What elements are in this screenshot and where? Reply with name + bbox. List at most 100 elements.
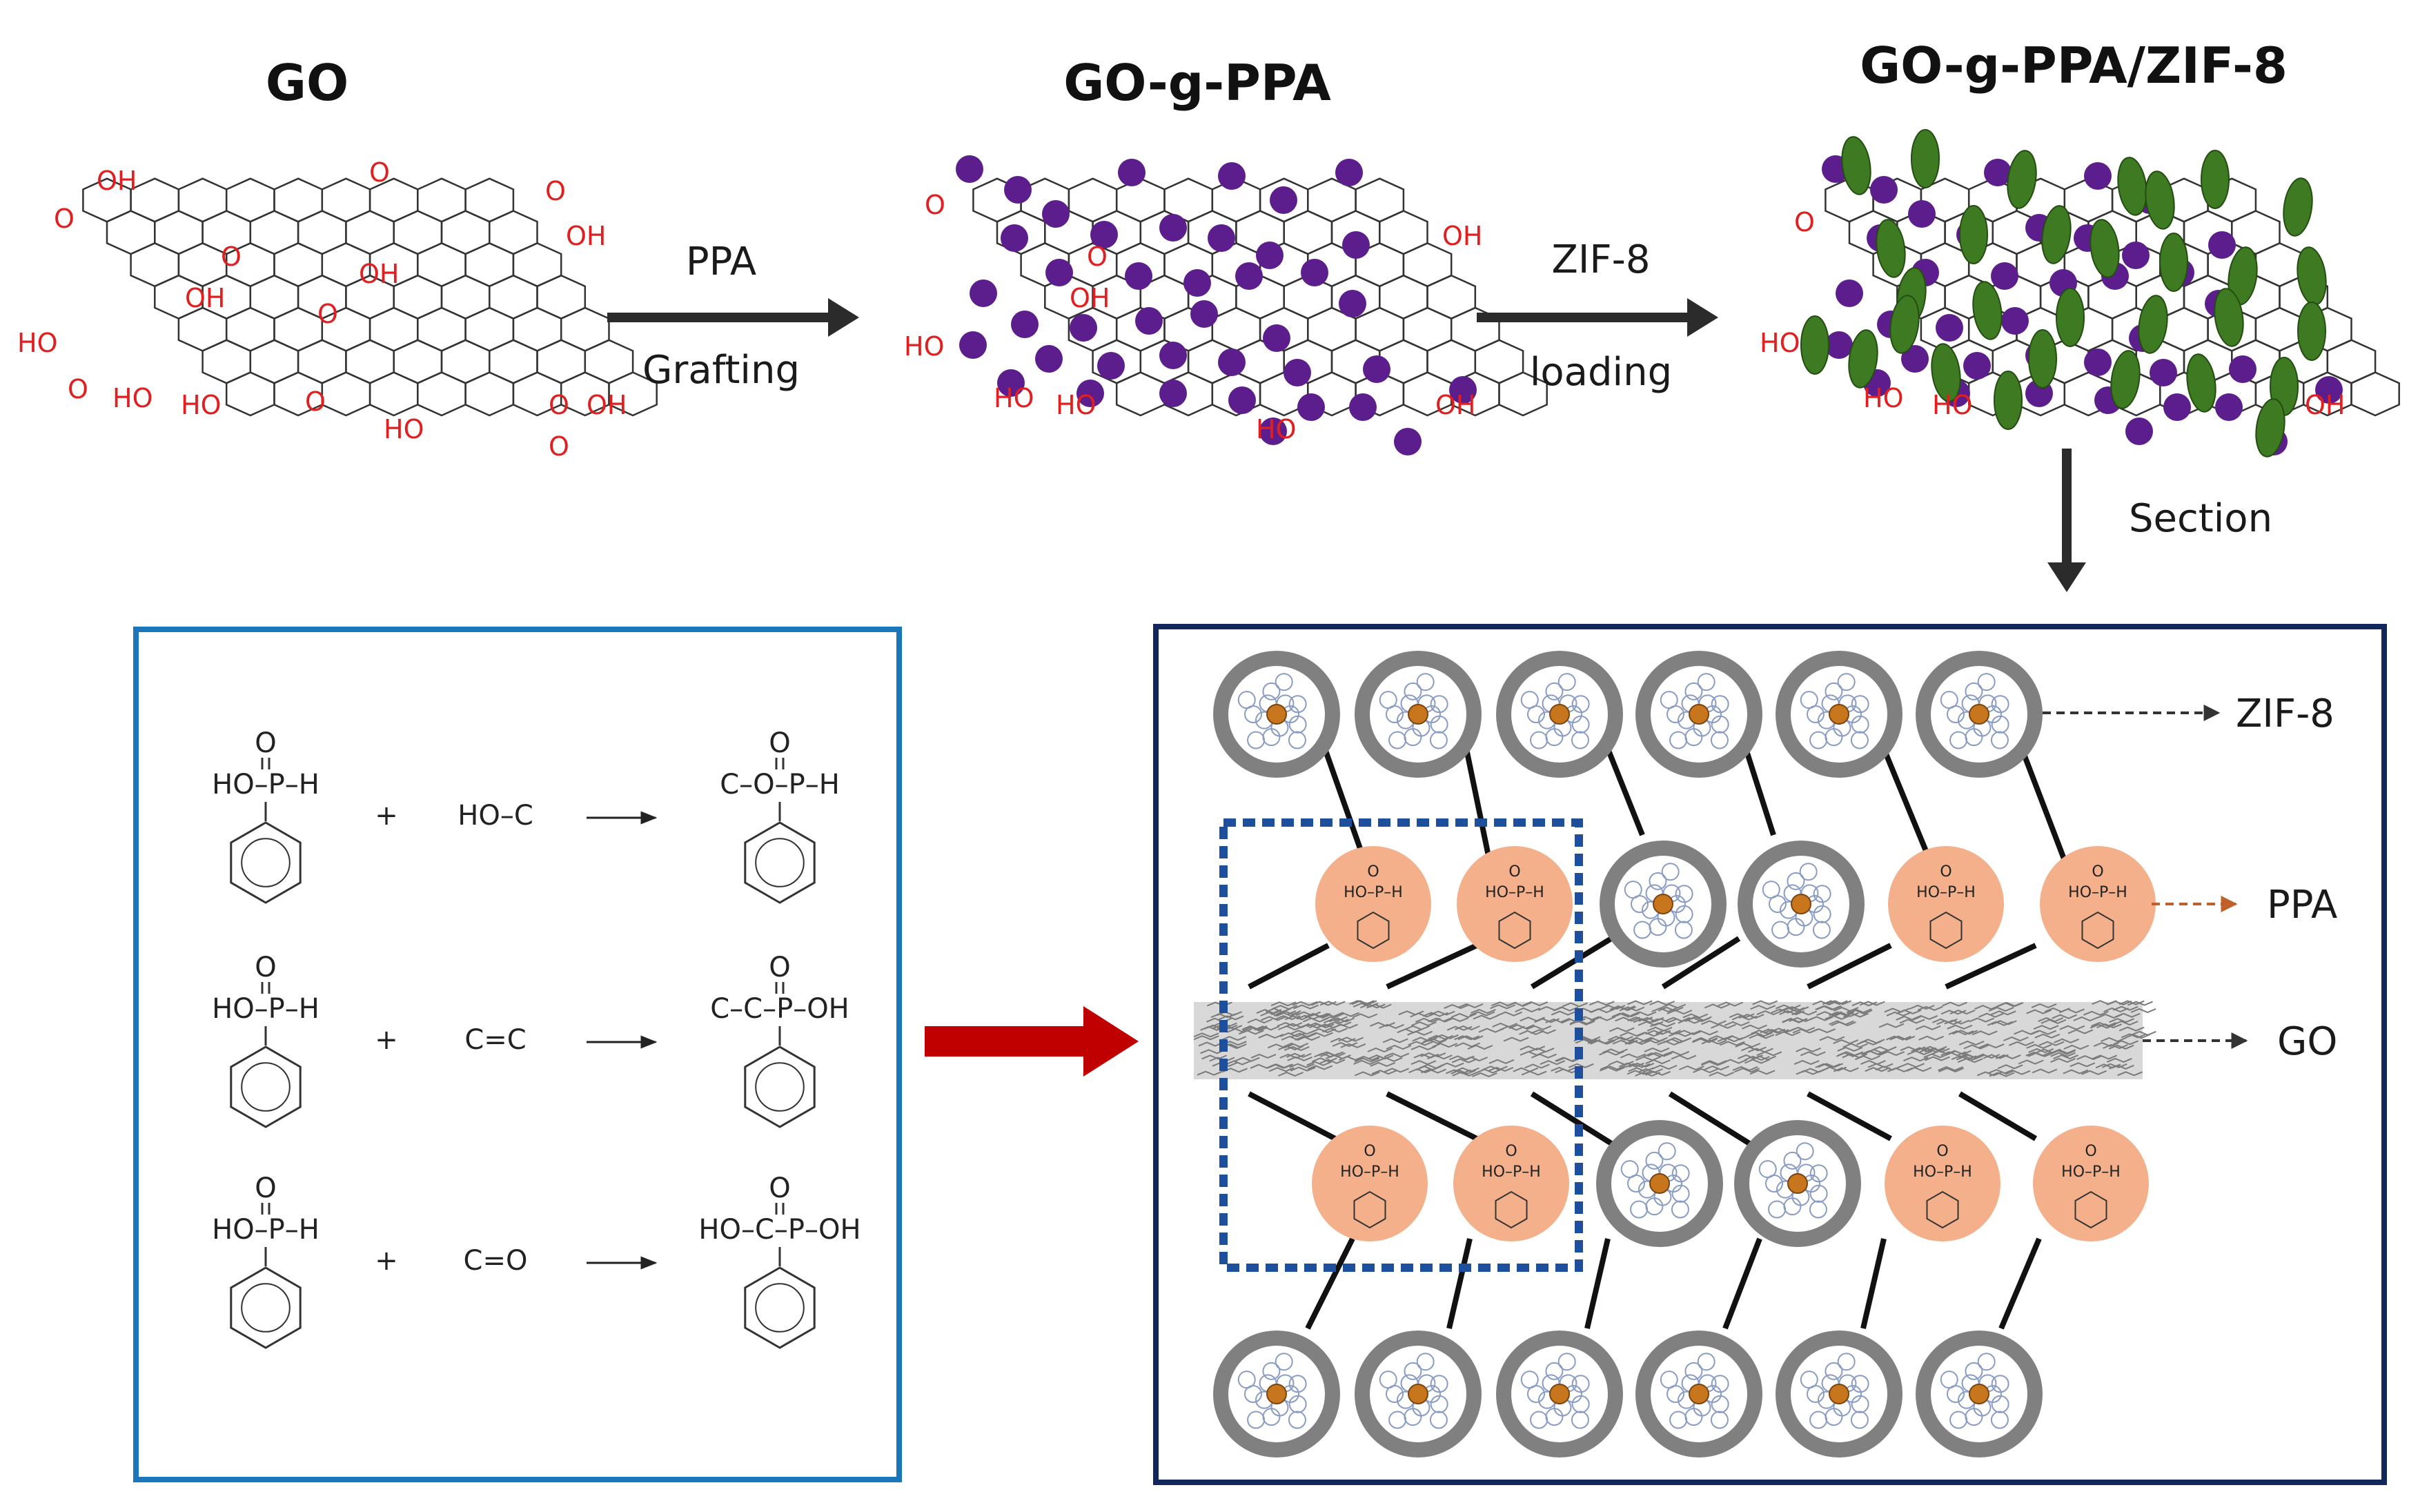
go-flake (1825, 1014, 1851, 1020)
go-flake (1867, 1063, 1894, 1068)
go-flake (1620, 1053, 1646, 1059)
ppa-sphere: HO–P–HO (1888, 846, 2004, 962)
hex-ring (464, 371, 515, 417)
hex-ring (464, 242, 515, 288)
go-flake (1717, 1037, 1743, 1043)
zif8-framework (1850, 1411, 1869, 1429)
zif8-particle (2041, 205, 2072, 264)
ppa-dot (2208, 231, 2236, 259)
ppa-dot (1183, 269, 1211, 297)
hex-ring (1402, 306, 1453, 352)
go-flake (1443, 1017, 1469, 1022)
go-flake (1608, 1036, 1633, 1041)
ppa-sphere-oxo: O (2092, 863, 2103, 881)
go-flake (1432, 1043, 1457, 1048)
go-flake (1398, 1010, 1424, 1016)
go-flake (1415, 1017, 1441, 1023)
zif8-particle (2255, 398, 2285, 458)
go-flake (1446, 1069, 1471, 1074)
hex-ring (2326, 339, 2377, 384)
zif8-framework (1813, 905, 1831, 923)
go-flake (2107, 1057, 2132, 1063)
go-flake (1307, 1065, 1333, 1070)
ppa-sphere: HO–P–HO (1312, 1126, 1428, 1241)
go-flake (2101, 1037, 2126, 1043)
hex-ring (225, 177, 275, 223)
o-label: O (1087, 242, 1108, 272)
ppa-dot (1159, 380, 1187, 407)
go-flake (1628, 1067, 1654, 1072)
go-flake (1836, 1052, 1862, 1057)
go-flake (1996, 1002, 2023, 1008)
tether-line (1305, 1237, 1355, 1330)
ppa-dot (1908, 200, 1936, 228)
go-flake (1384, 1052, 1410, 1058)
ppa-dot (1208, 224, 1235, 252)
zif8-framework (1851, 715, 1869, 734)
zif8-framework (1571, 1375, 1590, 1393)
go-flake (1837, 1046, 1863, 1052)
ppa-dot (1090, 221, 1118, 248)
zif8-particle (2159, 233, 2188, 292)
zif8-framework (1771, 921, 1790, 939)
hex-ring (464, 177, 515, 223)
go-flake (1735, 1042, 1761, 1048)
ring-outline (230, 1045, 302, 1128)
go-flake (2108, 1044, 2134, 1050)
go-flake (1351, 1000, 1377, 1005)
go-flake (1531, 1053, 1557, 1059)
go-flake (1569, 1020, 1595, 1025)
tether-line (1958, 1091, 2038, 1141)
ppa-dot (2084, 162, 2112, 190)
go-flake (1732, 1066, 1758, 1071)
oh-label: OH (587, 390, 627, 420)
go-flake (1250, 1053, 1277, 1059)
go-flake (1397, 1028, 1423, 1034)
zif8-framework (1669, 1411, 1688, 1429)
hex-ring (1379, 274, 1428, 320)
zif8-sphere (1776, 1331, 1902, 1457)
go-flake (1678, 1019, 1704, 1024)
zif8-framework (1710, 1411, 1729, 1429)
ppa-sphere-formula: HO–P–H (1913, 1164, 1972, 1181)
go-flake (1404, 1025, 1430, 1030)
go-flake (1708, 1035, 1734, 1041)
ppa-dot (1936, 314, 1963, 342)
ppa-dot (1218, 348, 1246, 376)
o-label: O (317, 299, 338, 329)
oxo-oxygen: O (255, 952, 276, 983)
go-flake (1972, 1030, 1998, 1036)
ho-label: HO (1056, 390, 1096, 420)
ring-outline (230, 1266, 302, 1349)
hex-ring (249, 210, 299, 255)
zif8-center (1969, 704, 1989, 725)
go-flake (1615, 1017, 1640, 1022)
go-flake (1942, 1001, 1967, 1007)
tether-line (1530, 1091, 1617, 1148)
go-flake (1833, 1067, 1859, 1072)
go-flake (1242, 1026, 1268, 1032)
tether-line (1248, 943, 1330, 990)
tether-line (1881, 747, 1935, 867)
go-flake (1802, 1068, 1827, 1073)
ppa-sphere-body (2033, 1126, 2149, 1241)
zif8-framework (1288, 695, 1307, 714)
go-flake (2026, 1043, 2052, 1049)
go-flake (1568, 1063, 1594, 1068)
ppa-dot (2229, 355, 2256, 383)
oh-label: OH (1435, 390, 1475, 420)
zif8-sphere (1355, 651, 1482, 778)
go-flake (1412, 1037, 1438, 1042)
go-flake (1420, 1052, 1446, 1057)
go-flake (1944, 1019, 1970, 1025)
go-flake (1587, 1039, 1613, 1044)
ho-label: HO (17, 328, 57, 358)
hex-ring (440, 210, 491, 255)
hex-ring (177, 242, 228, 288)
ppa-dot (1159, 214, 1187, 242)
hex-ring (177, 306, 228, 352)
oxo-oxygen: O (769, 952, 790, 983)
go-flake (1957, 1058, 1983, 1063)
go-flake (2117, 1071, 2143, 1077)
ppa-dot (1335, 159, 1363, 186)
